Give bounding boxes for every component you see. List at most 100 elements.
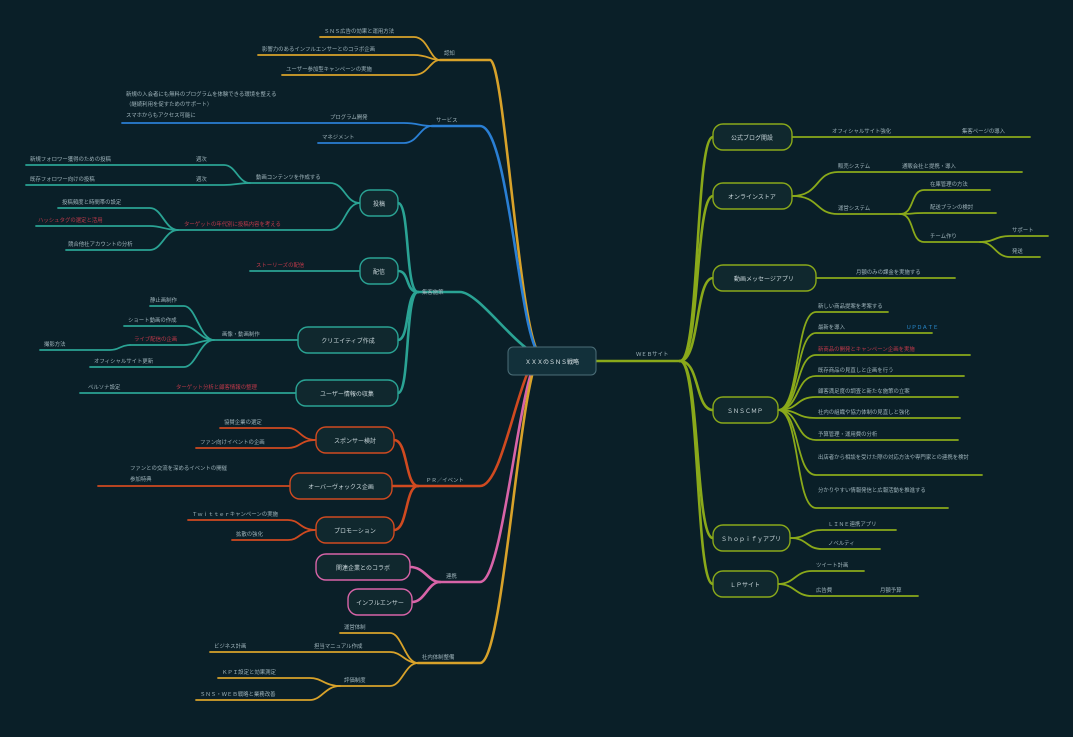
svg-text:週次: 週次 bbox=[196, 155, 207, 163]
svg-text:動画メッセージアプリ: 動画メッセージアプリ bbox=[734, 275, 794, 283]
svg-text:顧客満足度の調査と新たな施策の立案: 顧客満足度の調査と新たな施策の立案 bbox=[818, 387, 910, 395]
svg-text:静止画制作: 静止画制作 bbox=[150, 296, 178, 304]
node-delivery[interactable]: 配信 bbox=[359, 257, 399, 285]
svg-text:参加特典: 参加特典 bbox=[130, 475, 152, 483]
svg-text:ＳＮＳ広告の効果と運用方法: ＳＮＳ広告の効果と運用方法 bbox=[324, 27, 395, 35]
svg-text:撮影方法: 撮影方法 bbox=[44, 340, 66, 348]
svg-text:ビジネス計画: ビジネス計画 bbox=[214, 642, 246, 650]
root-label: ＸＸＸのＳＮＳ戦略 bbox=[525, 358, 579, 366]
svg-text:ＬＩＮＥ連携アプリ: ＬＩＮＥ連携アプリ bbox=[828, 520, 877, 528]
svg-text:発送: 発送 bbox=[1012, 247, 1023, 255]
svg-text:新しい商品提案を考案する: 新しい商品提案を考案する bbox=[818, 302, 883, 310]
svg-text:サポート: サポート bbox=[1012, 226, 1034, 234]
node-shopify-app[interactable]: Ｓｈｏｐｉｆｙアプリ bbox=[712, 524, 791, 552]
svg-text:マネジメント: マネジメント bbox=[322, 134, 354, 141]
svg-text:オフィシャルサイト強化: オフィシャルサイト強化 bbox=[832, 127, 892, 135]
svg-text:影響力のあるインフルエンサーとのコラボ企画: 影響力のあるインフルエンサーとのコラボ企画 bbox=[262, 45, 375, 53]
svg-text:最新を導入: 最新を導入 bbox=[818, 323, 846, 331]
svg-text:競合他社アカウントの分析: 競合他社アカウントの分析 bbox=[68, 240, 133, 248]
svg-text:Ｓｈｏｐｉｆｙアプリ: Ｓｈｏｐｉｆｙアプリ bbox=[721, 535, 781, 543]
svg-text:画像・動画制作: 画像・動画制作 bbox=[222, 330, 260, 338]
node-post[interactable]: 投稿 bbox=[359, 189, 399, 217]
node-sponsor[interactable]: スポンサー検討 bbox=[315, 426, 395, 454]
svg-text:販売システム: 販売システム bbox=[838, 162, 871, 170]
svg-text:ユーザー情報の収集: ユーザー情報の収集 bbox=[320, 390, 374, 398]
svg-text:通販会社と提携・導入: 通販会社と提携・導入 bbox=[902, 162, 957, 170]
right-sub-lines bbox=[777, 136, 1049, 597]
svg-text:（継続利用を促すためのサポート）: （継続利用を促すためのサポート） bbox=[126, 100, 212, 108]
svg-text:インフルエンサー: インフルエンサー bbox=[356, 600, 404, 607]
svg-text:月額予算: 月額予算 bbox=[880, 586, 902, 594]
svg-text:動画コンテンツを作成する: 動画コンテンツを作成する bbox=[256, 173, 321, 181]
svg-text:予算管理・運用費の分析: 予算管理・運用費の分析 bbox=[818, 430, 878, 438]
svg-text:ファン向けイベントの企画: ファン向けイベントの企画 bbox=[200, 438, 265, 446]
svg-text:ＬＰサイト: ＬＰサイト bbox=[730, 582, 760, 589]
svg-text:新規フォロワー獲得のための投稿: 新規フォロワー獲得のための投稿 bbox=[30, 155, 111, 163]
svg-text:広告費: 広告費 bbox=[816, 586, 833, 594]
svg-text:在庫管理の方法: 在庫管理の方法 bbox=[930, 180, 968, 188]
svg-text:ＳＮＳ・ＷＥＢ戦略と業務改善: ＳＮＳ・ＷＥＢ戦略と業務改善 bbox=[200, 690, 276, 698]
svg-text:ターゲット分析と顧客情報の整理: ターゲット分析と顧客情報の整理 bbox=[176, 383, 257, 391]
svg-text:運営システム: 運営システム bbox=[838, 204, 871, 212]
b6-label: 社内体制整備 bbox=[422, 653, 455, 661]
node-online-store[interactable]: オンラインストア bbox=[712, 182, 793, 210]
node-promotion[interactable]: プロモーション bbox=[315, 516, 395, 544]
node-creative[interactable]: クリエイティブ作成 bbox=[297, 326, 399, 354]
node-influencer[interactable]: インフルエンサー bbox=[347, 588, 413, 616]
svg-text:社内の組織や協力体制の見直しと強化: 社内の組織や協力体制の見直しと強化 bbox=[818, 408, 910, 416]
node-overvox[interactable]: オーバーヴォックス企画 bbox=[289, 472, 393, 500]
node-video-app[interactable]: 動画メッセージアプリ bbox=[712, 264, 817, 292]
svg-text:分かりやすい情報発信と広報活動を推進する: 分かりやすい情報発信と広報活動を推進する bbox=[818, 486, 926, 494]
svg-text:投稿: 投稿 bbox=[373, 200, 385, 208]
svg-text:拡散の強化: 拡散の強化 bbox=[236, 530, 264, 538]
node-collab[interactable]: 関連企業とのコラボ bbox=[315, 553, 411, 581]
svg-text:評価制度: 評価制度 bbox=[344, 676, 366, 684]
svg-text:チーム作り: チーム作り bbox=[930, 232, 957, 240]
svg-text:ＵＰＤＡＴＥ: ＵＰＤＡＴＥ bbox=[906, 325, 938, 331]
b5-label: 連携 bbox=[446, 572, 457, 580]
svg-text:プログラム開発: プログラム開発 bbox=[330, 113, 368, 121]
node-user-info[interactable]: ユーザー情報の収集 bbox=[295, 379, 399, 407]
svg-text:クリエイティブ作成: クリエイティブ作成 bbox=[321, 337, 375, 345]
right-branch-label: ＷＥＢサイト bbox=[636, 351, 668, 358]
svg-text:ハッシュタグの選定と活用: ハッシュタグの選定と活用 bbox=[38, 216, 103, 224]
svg-text:ストーリーズの配信: ストーリーズの配信 bbox=[256, 261, 305, 269]
svg-text:オフィシャルサイト更新: オフィシャルサイト更新 bbox=[94, 357, 154, 365]
node-lp-site[interactable]: ＬＰサイト bbox=[712, 570, 779, 598]
svg-text:既存フォロワー向けの投稿: 既存フォロワー向けの投稿 bbox=[30, 175, 95, 183]
svg-text:ショート動画の作成: ショート動画の作成 bbox=[128, 316, 177, 324]
svg-text:担当マニュアル作成: 担当マニュアル作成 bbox=[314, 642, 363, 650]
svg-text:ＳＮＳＣＭＰ: ＳＮＳＣＭＰ bbox=[727, 408, 763, 415]
svg-text:ターゲットの年代別に投稿内容を考える: ターゲットの年代別に投稿内容を考える bbox=[184, 220, 281, 228]
svg-text:スマホからもアクセス可能に: スマホからもアクセス可能に bbox=[126, 111, 196, 119]
svg-text:ツイート計画: ツイート計画 bbox=[816, 561, 848, 569]
b3-label: 集客施策 bbox=[422, 288, 444, 296]
svg-text:オンラインストア: オンラインストア bbox=[728, 194, 776, 201]
right-branch-lines bbox=[594, 135, 715, 586]
b2-label: サービス bbox=[436, 116, 458, 124]
svg-text:ライブ配信の企画: ライブ配信の企画 bbox=[134, 335, 177, 343]
svg-text:週次: 週次 bbox=[196, 175, 207, 183]
node-sns-cmp[interactable]: ＳＮＳＣＭＰ bbox=[712, 396, 779, 424]
svg-text:投稿頻度と時間帯の設定: 投稿頻度と時間帯の設定 bbox=[62, 198, 122, 206]
svg-text:ノベルティ: ノベルティ bbox=[828, 540, 855, 547]
svg-text:集客ページの導入: 集客ページの導入 bbox=[962, 127, 1006, 135]
svg-text:オーバーヴォックス企画: オーバーヴォックス企画 bbox=[308, 483, 374, 491]
node-official-blog[interactable]: 公式ブログ開設 bbox=[712, 123, 793, 151]
b4-label: ＰＲ／イベント bbox=[426, 477, 464, 484]
svg-text:運営体制: 運営体制 bbox=[344, 623, 366, 631]
svg-text:新規の入会者にも無料のプログラムを体験できる環境を整える: 新規の入会者にも無料のプログラムを体験できる環境を整える bbox=[126, 90, 277, 98]
svg-text:ＫＰＩ設定と効果測定: ＫＰＩ設定と効果測定 bbox=[222, 668, 277, 676]
b1-label: 認知 bbox=[444, 49, 455, 57]
root-node[interactable]: ＸＸＸのＳＮＳ戦略 bbox=[507, 346, 597, 376]
svg-text:プロモーション: プロモーション bbox=[334, 528, 376, 535]
svg-text:配送プランの検討: 配送プランの検討 bbox=[930, 203, 974, 211]
svg-text:ファンとの交流を深めるイベントの開催: ファンとの交流を深めるイベントの開催 bbox=[130, 464, 228, 472]
svg-text:新商品の開発とキャンペーン企画を実施: 新商品の開発とキャンペーン企画を実施 bbox=[818, 345, 915, 353]
svg-text:スポンサー検討: スポンサー検討 bbox=[334, 437, 376, 445]
svg-text:公式ブログ開設: 公式ブログ開設 bbox=[731, 134, 773, 142]
svg-text:協賛企業の選定: 協賛企業の選定 bbox=[224, 418, 262, 426]
svg-text:月額のみの課金を実施する: 月額のみの課金を実施する bbox=[856, 268, 921, 276]
svg-text:出店者から相談を受けた際の対応方法や専門家との連携を検討: 出店者から相談を受けた際の対応方法や専門家との連携を検討 bbox=[818, 453, 969, 461]
